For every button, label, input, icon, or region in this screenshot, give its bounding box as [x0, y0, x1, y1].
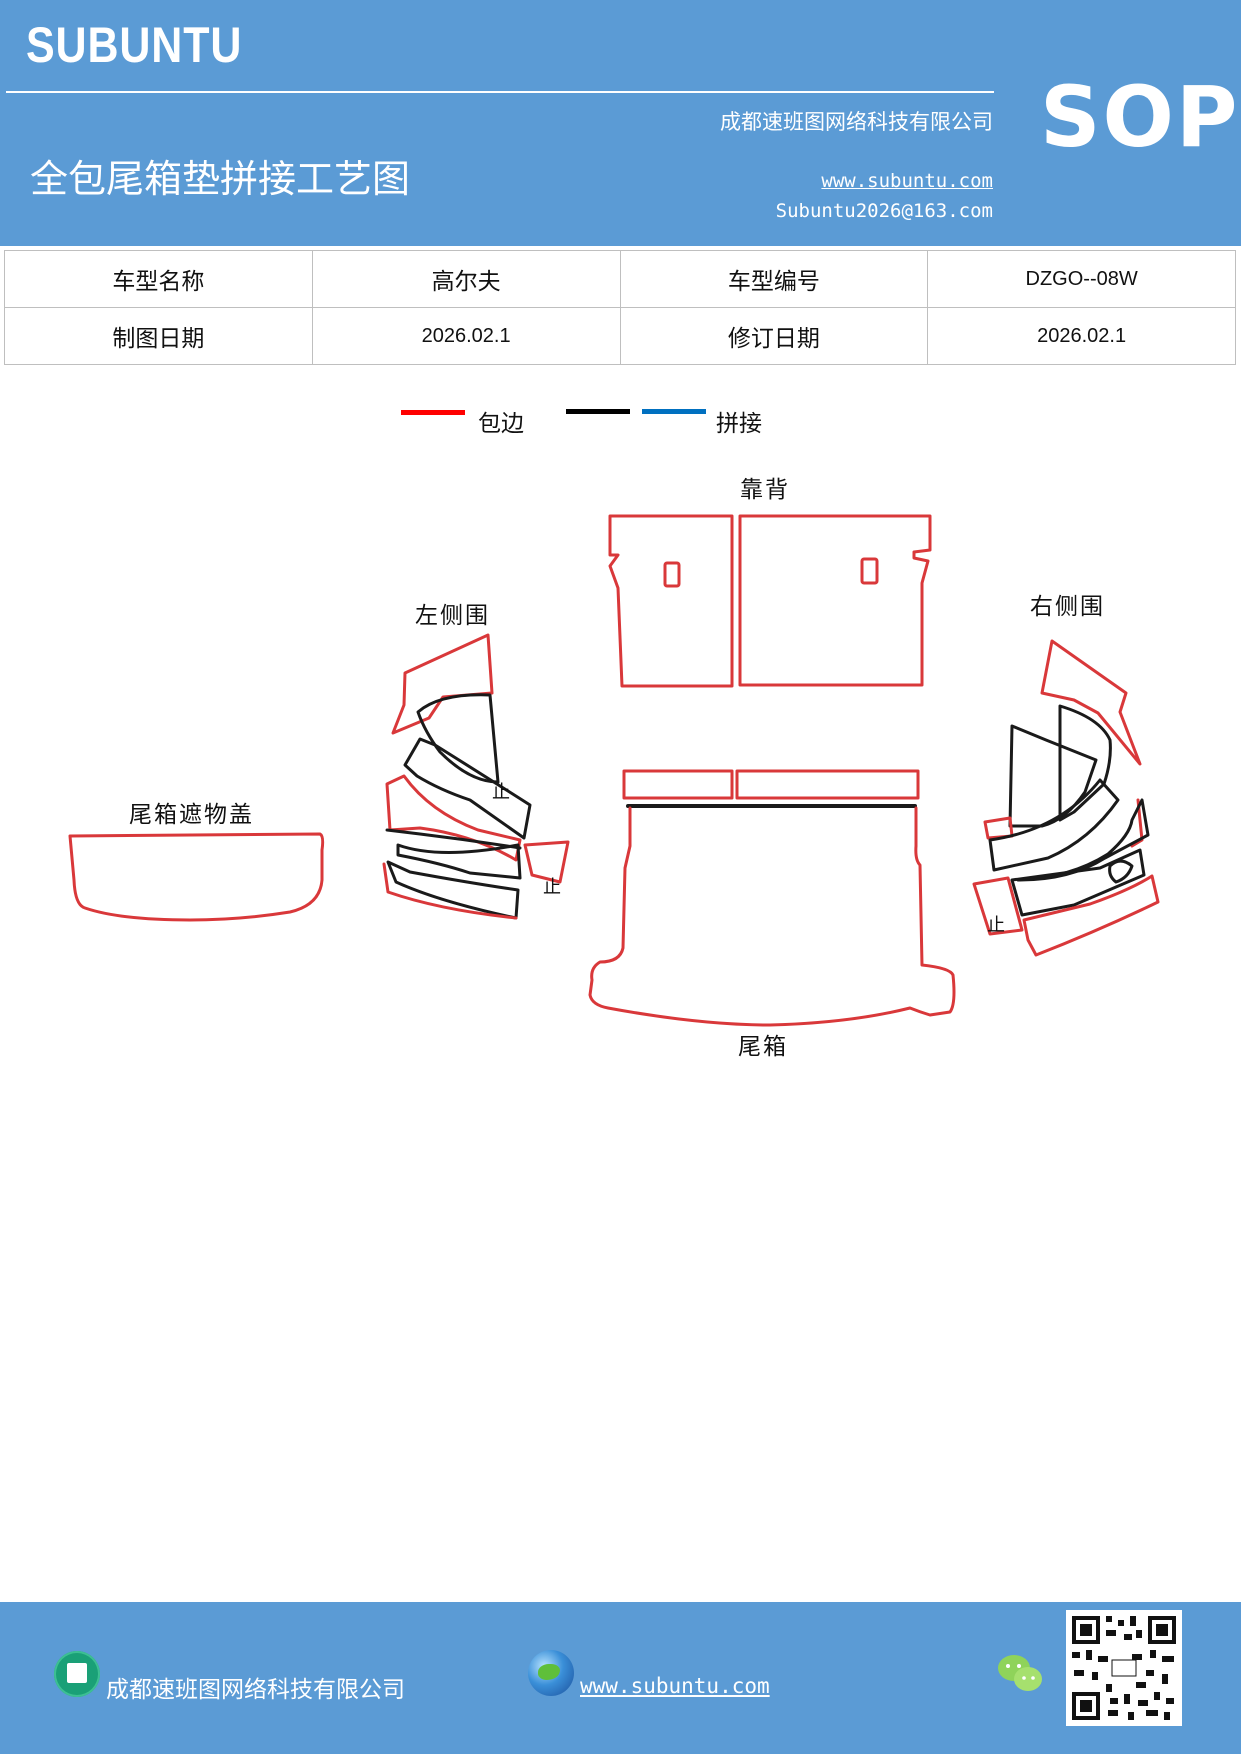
model-name-label: 车型名称 — [4, 250, 313, 308]
sop-badge: SOP — [1040, 68, 1240, 166]
brand-logo: SUBUNTU — [26, 17, 243, 73]
trunk-strip-left — [622, 769, 734, 800]
stop-mark: 止 — [492, 782, 512, 803]
building-icon — [54, 1651, 100, 1697]
label-trunk: 尾箱 — [738, 1034, 788, 1060]
footer-company: 成都速班图网络科技有限公司 — [106, 1677, 405, 1703]
stop-mark: 止 — [987, 915, 1007, 936]
header-banner — [0, 0, 1241, 246]
footer-website-link[interactable]: www.subuntu.com — [580, 1674, 770, 1698]
trunk-main-panel — [588, 806, 956, 1027]
header-email[interactable]: Subuntu2026@163.com — [775, 200, 993, 222]
legend-seam-label: 拼接 — [716, 411, 762, 437]
label-backrest: 靠背 — [740, 477, 790, 503]
header-divider — [6, 91, 994, 93]
backrest-right-panel — [738, 514, 932, 687]
qr-code[interactable] — [1066, 1610, 1182, 1726]
cover-panel — [68, 832, 325, 922]
header-website-link[interactable]: www.subuntu.com — [821, 170, 993, 192]
table-row: 车型名称 高尔夫 车型编号 DZGO--08W — [4, 250, 1236, 308]
right-side-pieces — [972, 639, 1160, 957]
label-right-side: 右侧围 — [1030, 594, 1105, 620]
legend-edge-label: 包边 — [478, 411, 524, 437]
trunk-strip-right — [735, 769, 920, 800]
table-row: 制图日期 2026.02.1 修订日期 2026.02.1 — [4, 307, 1236, 365]
revise-date-label: 修订日期 — [619, 307, 929, 365]
model-code-value: DZGO--08W — [927, 250, 1236, 308]
globe-icon — [528, 1650, 574, 1696]
legend-edge-swatch — [401, 410, 465, 415]
model-code-label: 车型编号 — [619, 250, 929, 308]
model-name-value: 高尔夫 — [311, 250, 621, 308]
header-company: 成都速班图网络科技有限公司 — [720, 110, 993, 134]
revise-date-value: 2026.02.1 — [927, 307, 1236, 365]
page-title: 全包尾箱垫拼接工艺图 — [30, 157, 411, 201]
label-left-side: 左侧围 — [415, 603, 490, 629]
label-cover: 尾箱遮物盖 — [129, 802, 254, 828]
backrest-left-panel — [608, 514, 734, 688]
backrest-left-slot — [663, 561, 681, 588]
wechat-icon — [998, 1655, 1042, 1691]
stop-mark: 止 — [543, 877, 563, 898]
draw-date-label: 制图日期 — [4, 307, 313, 365]
backrest-right-slot — [860, 557, 879, 585]
draw-date-value: 2026.02.1 — [311, 307, 621, 365]
legend-seam-blue-swatch — [642, 409, 706, 414]
legend-seam-black-swatch — [566, 409, 630, 414]
info-table: 车型名称 高尔夫 车型编号 DZGO--08W 制图日期 2026.02.1 修… — [4, 250, 1236, 365]
left-side-pieces — [382, 633, 570, 920]
